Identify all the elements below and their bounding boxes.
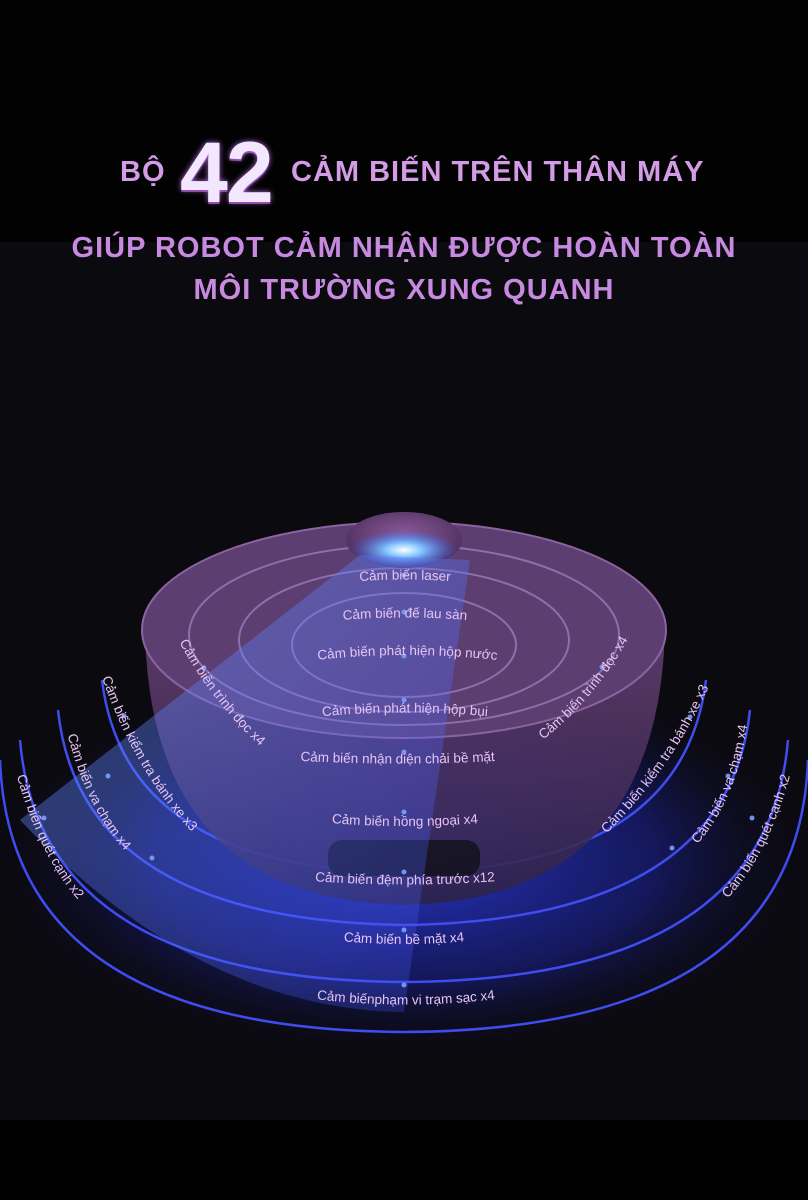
label-brush-surface: Cảm biến nhận diện chải bề mặt bbox=[300, 749, 495, 767]
robot-sensor-diagram: Cảm biến laser Cảm biến đế lau sàn Cảm b… bbox=[0, 512, 808, 1060]
sensor-dots bbox=[41, 572, 755, 988]
scan-beam bbox=[20, 555, 470, 1012]
headline-prefix: BỘ bbox=[120, 156, 166, 188]
label-mop-base: Cảm biến đế lau sàn bbox=[342, 605, 468, 622]
label-surface: Cảm biến bề mặt x4 bbox=[343, 929, 465, 947]
label-dust-box: Cảm biến phát hiện hộp bụi bbox=[321, 700, 488, 719]
bottom-background bbox=[0, 1120, 808, 1200]
ring-outer bbox=[0, 759, 808, 1034]
subtitle-line-1: GIÚP ROBOT CẢM NHẬN ĐƯỢC HOÀN TOÀN bbox=[71, 232, 737, 264]
headline: BỘ 42 CẢM BIẾN TRÊN THÂN MÁY bbox=[0, 125, 808, 221]
label-infrared: Cảm biến hồng ngoại x4 bbox=[332, 811, 479, 829]
headline-number: 42 bbox=[180, 125, 274, 221]
subtitle-line-2: MÔI TRƯỜNG XUNG QUANH bbox=[193, 274, 615, 306]
label-dock-range: Cảm biếnphạm vi trạm sạc x4 bbox=[316, 987, 495, 1007]
label-water-tank: Cảm biến phát hiện hộp nước bbox=[317, 643, 499, 663]
headline-suffix: CẢM BIẾN TRÊN THÂN MÁY bbox=[291, 156, 705, 188]
top-background bbox=[0, 0, 808, 242]
label-front-bumper: Cảm biến đệm phía trước x12 bbox=[315, 869, 495, 887]
label-laser: Cảm biến laser bbox=[359, 567, 452, 584]
